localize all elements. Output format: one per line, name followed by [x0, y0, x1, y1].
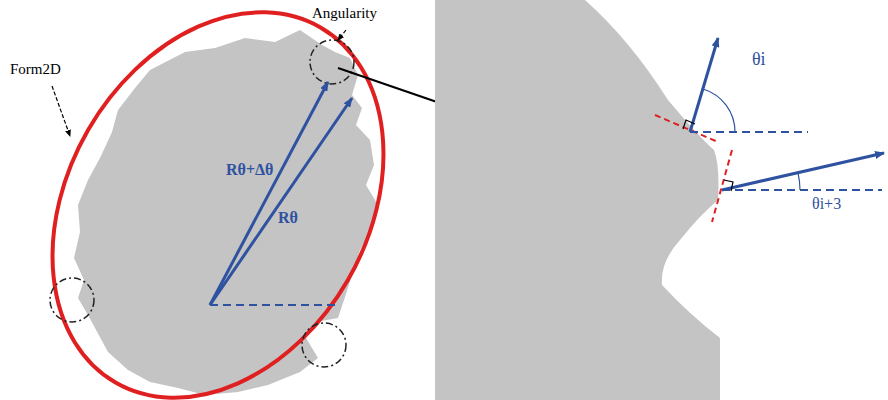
leader-line [338, 30, 346, 40]
radius-label: Rθ+Δθ [226, 162, 273, 178]
tangent-line [655, 115, 718, 142]
form2d-ellipse [0, 0, 450, 400]
angle-label: θi+3 [812, 196, 841, 212]
callout-label: Angularity [312, 6, 377, 21]
radius-arrow [210, 82, 328, 305]
callout-label: Form2D [10, 62, 61, 77]
detail-circle [302, 323, 346, 367]
leader-line [52, 86, 70, 136]
normal-arrow [690, 38, 718, 132]
reference-dashed-line [210, 304, 335, 306]
angle-label: θi [752, 50, 766, 68]
radius-label: Rθ [278, 210, 298, 226]
zoomed-particle-edge [435, 0, 720, 400]
detail-circle [50, 278, 94, 322]
angle-arc [798, 173, 800, 190]
right-angle-mark [683, 120, 695, 129]
angle-arc [703, 89, 735, 132]
radius-arrow [210, 98, 352, 305]
reference-dashed-line [690, 131, 808, 133]
reference-dashed-line [722, 189, 882, 191]
right-angle-mark [724, 180, 733, 191]
normal-arrow [722, 153, 884, 190]
detail-circle [310, 40, 354, 84]
tangent-line [712, 150, 732, 222]
